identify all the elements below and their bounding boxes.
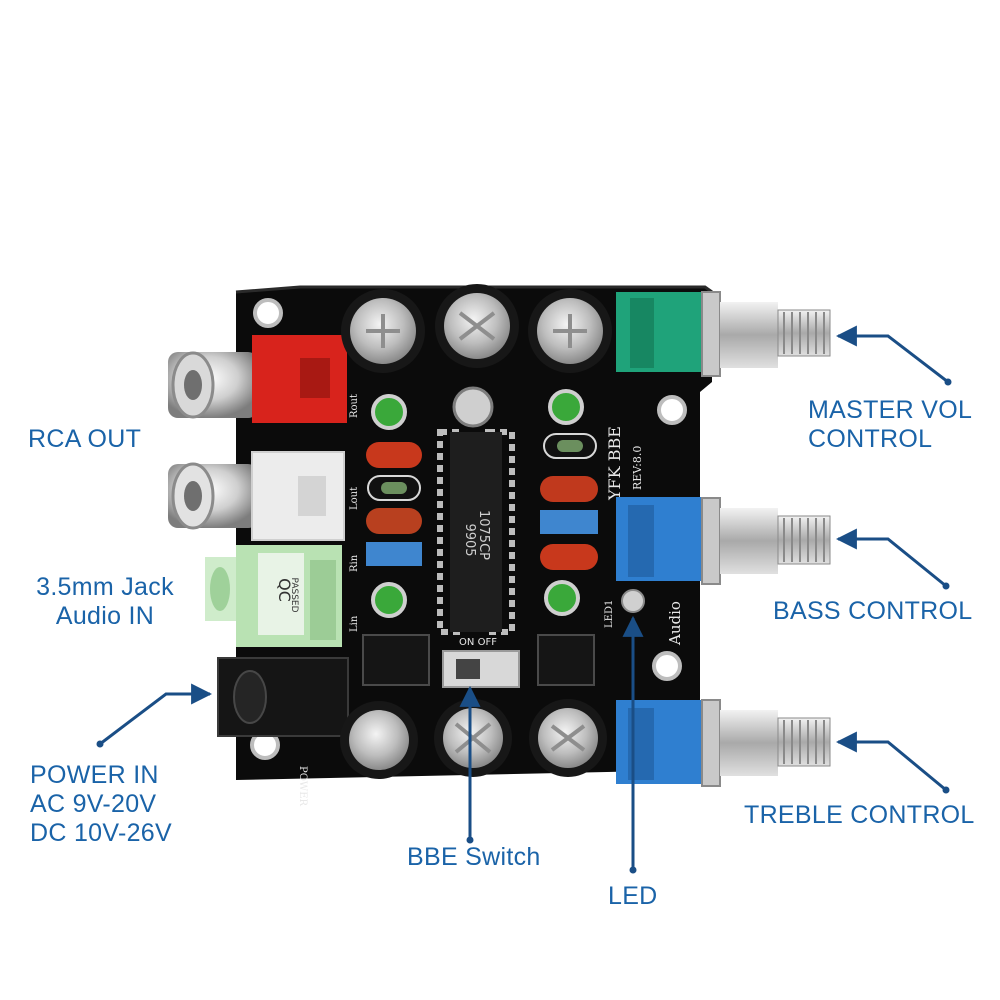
trimmer: [452, 386, 494, 428]
label-jack: 3.5mm Jack Audio IN: [22, 573, 188, 631]
arrow-power: [99, 683, 213, 746]
audio-in-jack: QC PASSED: [205, 545, 342, 647]
mounting-holes: [250, 298, 687, 760]
arrow-master: [835, 325, 949, 384]
ic-chip: 1075CP 9905: [437, 429, 515, 635]
pot-bass: [616, 497, 831, 585]
label-jack-line2: Audio IN: [55, 602, 155, 630]
regulator-right: [537, 634, 595, 686]
silk-rin: Rin: [349, 554, 360, 572]
silk-brand: YFK BBE: [605, 426, 624, 501]
silk-rout: Rout: [349, 394, 360, 418]
label-master-line1: MASTER VOL: [808, 396, 973, 424]
arrow-bass: [835, 528, 947, 588]
silkscreen-text: YFK BBE REV:8.0 Rout Lout Rin Lin Audio …: [297, 394, 684, 807]
label-power-line3: DC 10V-26V: [30, 819, 172, 847]
label-power-line2: AC 9V-20V: [30, 790, 157, 818]
chip-label-1: 1075CP: [476, 510, 491, 560]
silk-led: LED1: [604, 600, 615, 628]
leader-arrows: [96, 325, 952, 874]
switch-silkscreen: ON OFF: [459, 637, 497, 648]
label-led: LED: [608, 882, 658, 910]
power-jack: [217, 657, 349, 737]
label-master-line2: CONTROL: [808, 425, 933, 453]
silk-lout: Lout: [349, 487, 360, 510]
pot-master: [616, 291, 831, 377]
silk-rev: REV:8.0: [631, 446, 644, 490]
label-master-vol: MASTER VOL CONTROL: [808, 396, 972, 454]
bottom-capacitors: [340, 699, 607, 779]
silk-audio: Audio: [666, 601, 684, 646]
arrow-treble: [835, 731, 947, 792]
label-power-line1: POWER IN: [30, 761, 159, 789]
label-power: POWER IN AC 9V-20V DC 10V-26V: [30, 761, 172, 848]
chip-label-2: 9905: [462, 523, 477, 556]
label-rca-out: RCA OUT: [28, 425, 142, 453]
label-treble: TREBLE CONTROL: [744, 801, 975, 829]
qc-passed-text: PASSED: [289, 577, 299, 612]
top-capacitors: [341, 284, 612, 373]
label-jack-line1: 3.5mm Jack: [36, 573, 174, 601]
pot-treble: [616, 699, 831, 787]
label-bbe-switch: BBE Switch: [407, 843, 541, 871]
silk-lin: Lin: [349, 615, 360, 632]
qc-text: QC: [275, 578, 294, 602]
led: [621, 589, 645, 613]
regulator-left: [362, 634, 430, 686]
rca-out-jacks: [168, 335, 347, 541]
silk-power: POWER: [297, 766, 308, 807]
label-bass: BASS CONTROL: [773, 597, 973, 625]
right-components: [540, 389, 598, 616]
left-components: [366, 394, 422, 618]
bbe-switch: ON OFF: [442, 637, 520, 688]
